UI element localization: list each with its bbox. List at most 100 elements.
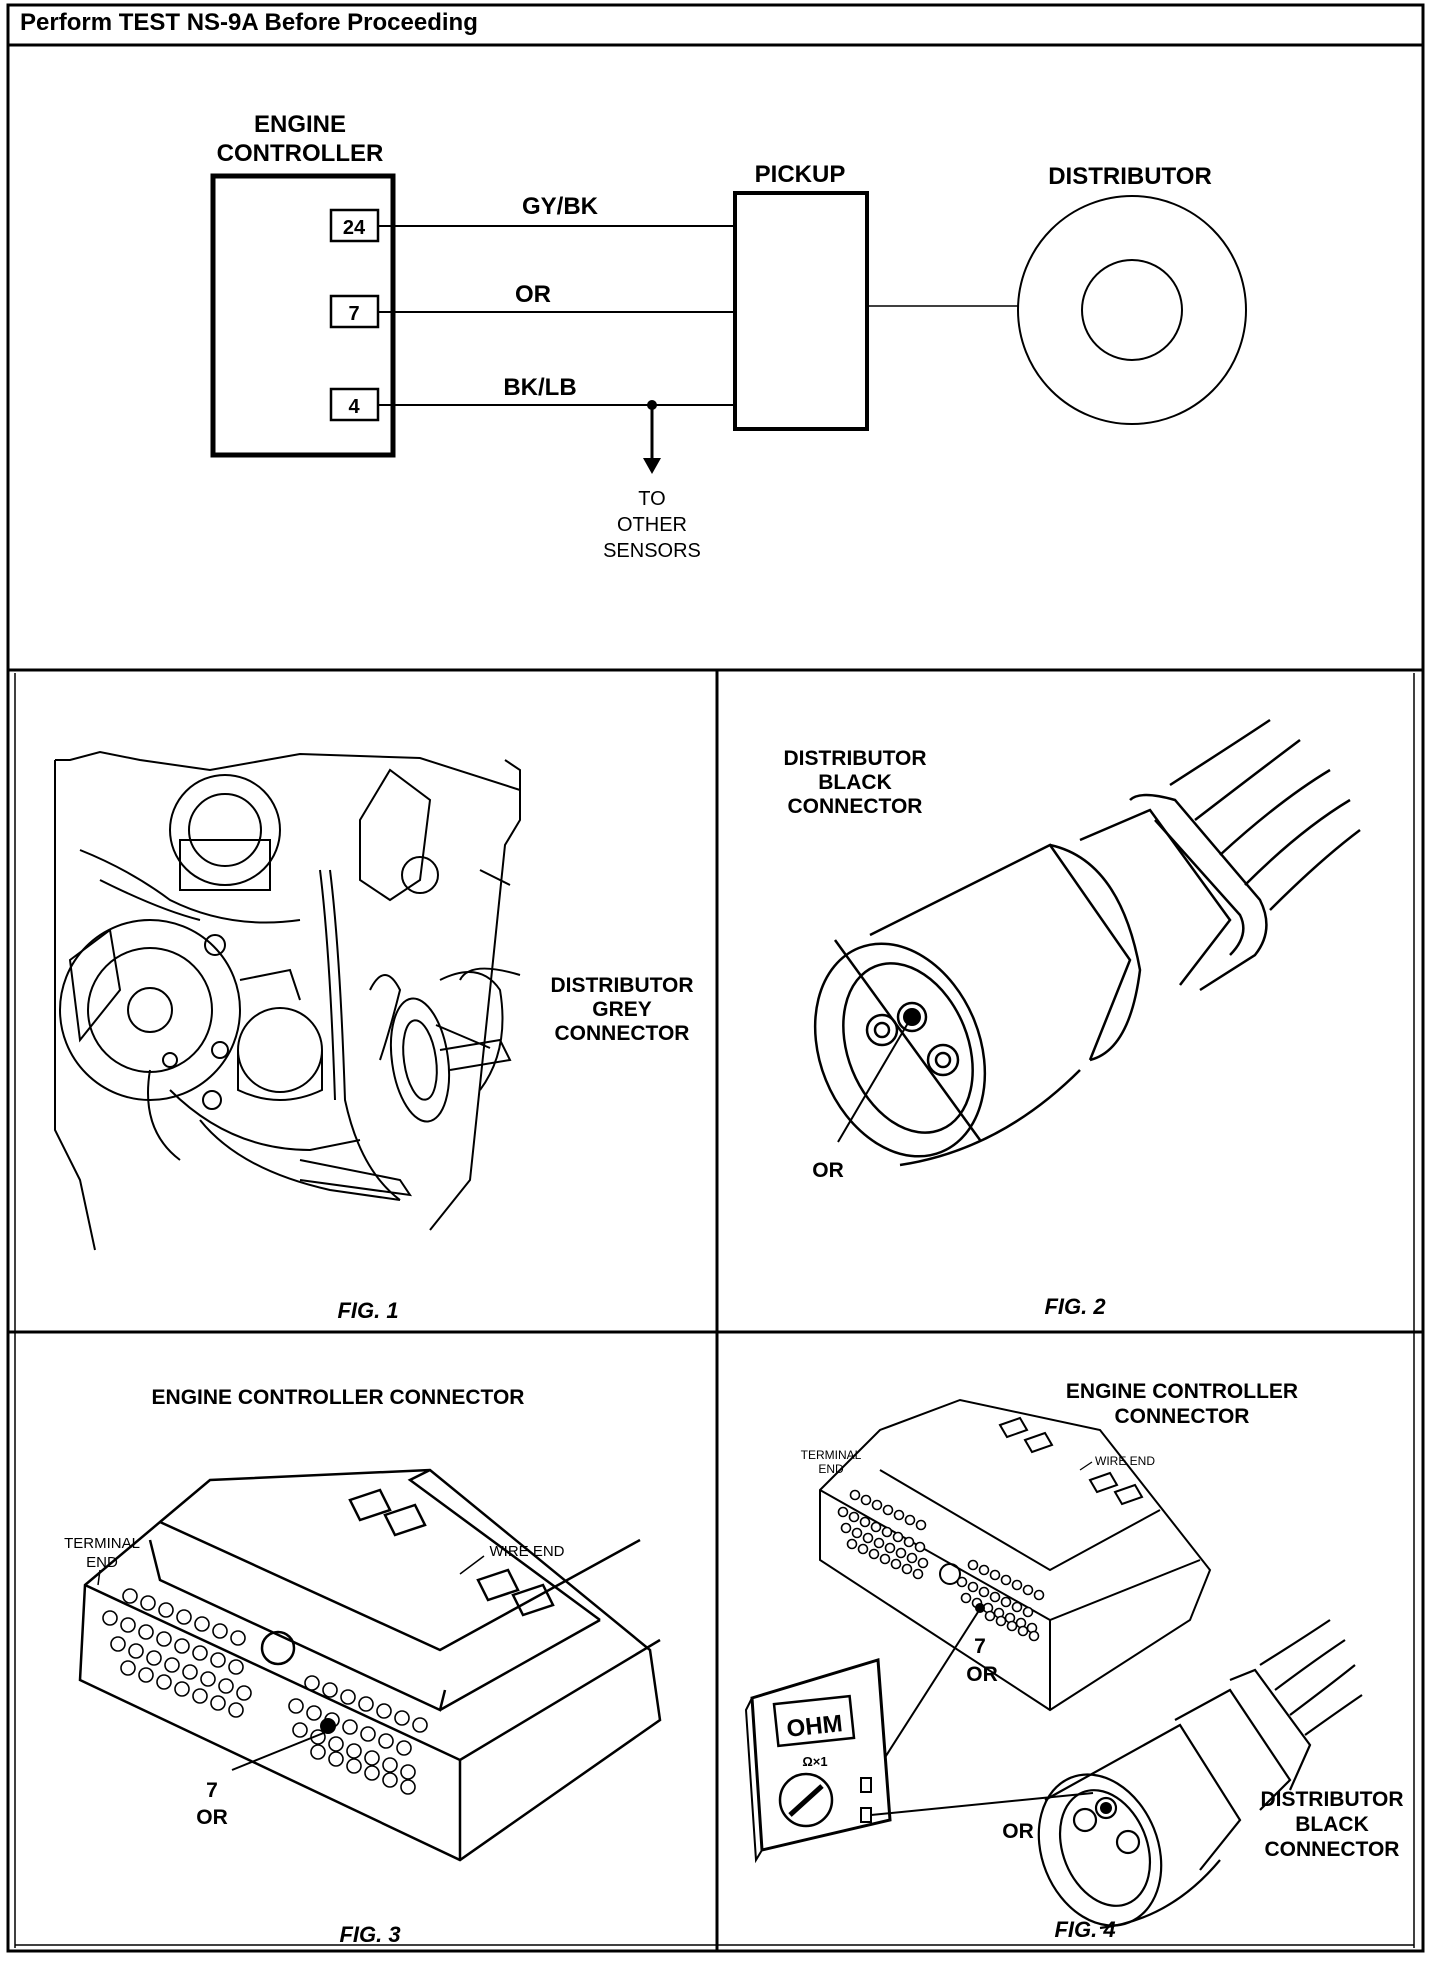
fig4-or2-label: OR xyxy=(1002,1820,1034,1843)
connector-pin xyxy=(358,1696,374,1712)
meter-jack-1 xyxy=(860,1777,872,1793)
connector-pin xyxy=(158,1602,174,1618)
pickup-label: PICKUP xyxy=(755,161,846,188)
fig3-or-label: OR xyxy=(196,1806,228,1829)
connector-pin xyxy=(912,1568,924,1580)
connector-pin xyxy=(156,1631,172,1647)
connector-pin xyxy=(364,1765,380,1781)
connector-pin xyxy=(846,1538,858,1550)
connector-pin xyxy=(862,1532,874,1544)
fig3-title: ENGINE CONTROLLER CONNECTOR xyxy=(152,1386,525,1409)
connector-pin xyxy=(871,1499,883,1511)
connector-pin xyxy=(230,1630,246,1646)
connector-pin xyxy=(306,1705,322,1721)
fig2-title-line3: CONNECTOR xyxy=(788,795,923,818)
connector-pin xyxy=(956,1576,968,1588)
connector-pin xyxy=(210,1652,226,1668)
connector-pin xyxy=(328,1736,344,1752)
connector-pin xyxy=(1033,1589,1045,1601)
connector-pin xyxy=(176,1609,192,1625)
distributor-label: DISTRIBUTOR xyxy=(1048,163,1212,190)
connector-pin xyxy=(376,1703,392,1719)
pickup-box xyxy=(733,191,869,431)
connector-pin xyxy=(995,1615,1007,1627)
fig2-title-line1: DISTRIBUTOR xyxy=(783,747,926,770)
fig1-callout-leader xyxy=(435,1024,491,1049)
connector-pin xyxy=(895,1547,907,1559)
fig4-or-label: OR xyxy=(966,1663,998,1686)
fig4-wire-end-leader xyxy=(1079,1461,1093,1471)
connector-pin xyxy=(310,1744,326,1760)
connector-pin xyxy=(840,1522,852,1534)
fig2-connector-illustration xyxy=(813,718,1361,1167)
connector-pin xyxy=(164,1657,180,1673)
connector-pin xyxy=(138,1624,154,1640)
connector-pin xyxy=(1006,1620,1018,1632)
connector-pin xyxy=(400,1764,416,1780)
connector-pin xyxy=(890,1558,902,1570)
fig3-terminal-end-line2: END xyxy=(86,1554,118,1571)
connector-pin xyxy=(1011,1579,1023,1591)
connector-pin xyxy=(120,1660,136,1676)
connector-pin xyxy=(870,1521,882,1533)
connector-pin xyxy=(210,1695,226,1711)
pin-4-label: 4 xyxy=(348,396,360,418)
distributor-inner-circle xyxy=(1081,259,1183,361)
fig4-probe-lead-2 xyxy=(870,1792,1094,1816)
fig3-caption: FIG. 3 xyxy=(339,1922,400,1947)
connector-pin xyxy=(110,1636,126,1652)
meter-jack-2 xyxy=(860,1807,872,1823)
connector-pin xyxy=(884,1542,896,1554)
fig3-pin-grid xyxy=(102,1588,428,1795)
connector-pin xyxy=(346,1743,362,1759)
connector-pin xyxy=(360,1726,376,1742)
fig4-dist-or-terminal-dot xyxy=(1100,1802,1112,1814)
fig4-controller-connector-illustration xyxy=(819,1398,1212,1712)
connector-pin xyxy=(1000,1574,1012,1586)
fig1-caption: FIG. 1 xyxy=(337,1298,398,1323)
fig3-pin7-leader xyxy=(231,1731,327,1771)
connector-pin xyxy=(236,1685,252,1701)
connector-pin xyxy=(138,1667,154,1683)
connector-pin xyxy=(967,1559,979,1571)
fig3-pin-label: 7 xyxy=(206,1779,218,1802)
connector-pin xyxy=(342,1719,358,1735)
connector-pin xyxy=(837,1506,849,1518)
connector-pin xyxy=(1022,1584,1034,1596)
distributor-outer-circle xyxy=(1017,195,1247,425)
other-sensors-line3: SENSORS xyxy=(603,540,701,562)
fig2-title-line2: BLACK xyxy=(818,771,892,794)
connector-pin xyxy=(989,1569,1001,1581)
connector-pin xyxy=(1022,1606,1034,1618)
ohmmeter: OHM Ω×1 xyxy=(744,1658,892,1864)
connector-pin xyxy=(1000,1596,1012,1608)
fig4-pin-grid xyxy=(837,1489,1045,1642)
connector-pin xyxy=(851,1527,863,1539)
connector-pin xyxy=(192,1688,208,1704)
connector-pin xyxy=(892,1531,904,1543)
fig3-wire-end-leader xyxy=(459,1555,485,1575)
connector-pin xyxy=(904,1514,916,1526)
connector-pin xyxy=(228,1659,244,1675)
connector-pin xyxy=(879,1553,891,1565)
connector-pin xyxy=(174,1638,190,1654)
connector-pin xyxy=(192,1645,208,1661)
connector-pin xyxy=(859,1516,871,1528)
pin-24-label: 24 xyxy=(343,217,366,239)
connector-pin xyxy=(146,1650,162,1666)
connector-pin xyxy=(156,1674,172,1690)
connector-pin xyxy=(382,1772,398,1788)
fig3-terminal-end-line1: TERMINAL xyxy=(64,1535,140,1552)
connector-pin xyxy=(1028,1630,1040,1642)
engine-controller-box xyxy=(210,173,396,458)
connector-pin xyxy=(848,1511,860,1523)
meter-display-text: OHM xyxy=(785,1710,844,1743)
connector-pin xyxy=(102,1610,118,1626)
wiring-schematic: ENGINE CONTROLLER 24 7 4 GY/BK OR BK/LB … xyxy=(210,111,1247,562)
fig2-or-label: OR xyxy=(812,1159,844,1182)
arrow-down-icon xyxy=(643,458,661,474)
fig4-title-line2: CONNECTOR xyxy=(1115,1405,1250,1428)
connector-pin xyxy=(893,1509,905,1521)
fig1-callout-line1: DISTRIBUTOR xyxy=(550,974,693,997)
